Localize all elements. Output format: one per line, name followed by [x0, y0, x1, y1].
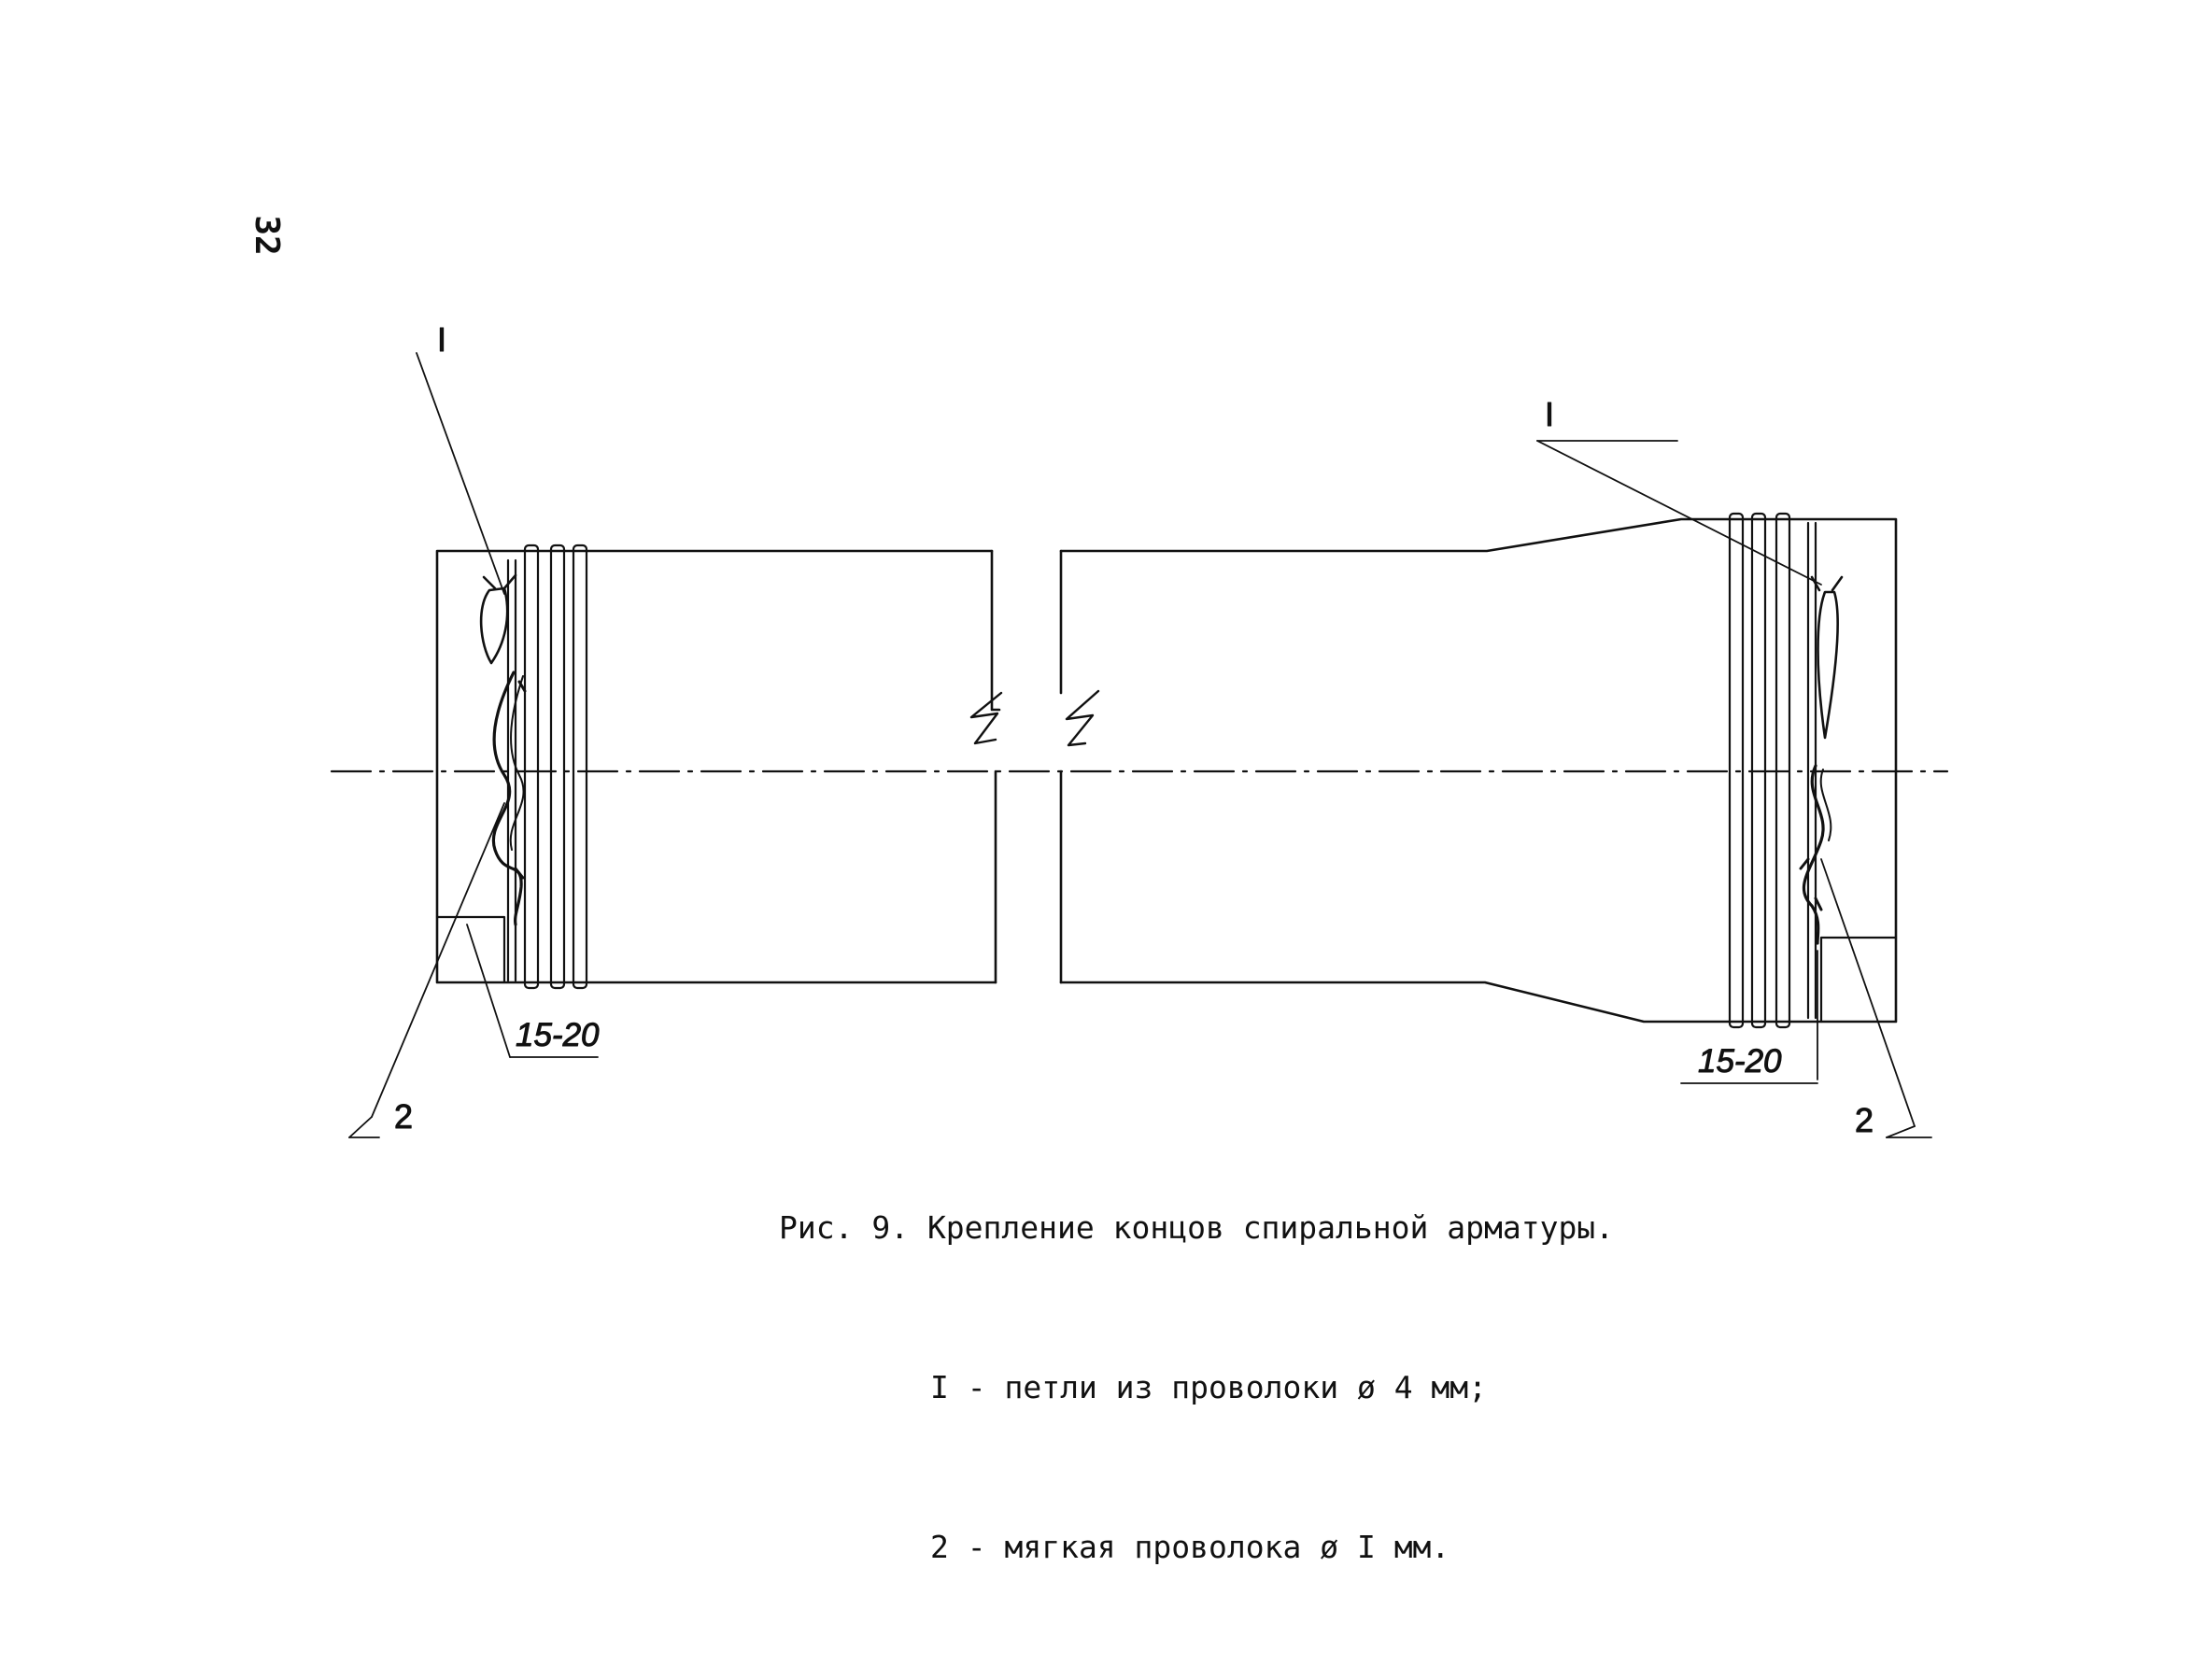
left-wire-loop: [479, 573, 527, 926]
caption-item-2: 2 - мягкая проволока ø I мм.: [930, 1529, 1450, 1565]
right-spiral-turns: [1728, 512, 1817, 1029]
figure-caption: Рис. 9. Крепление концов спиральной арма…: [779, 1094, 1614, 1680]
right-pipe-segment: [1059, 517, 1898, 1024]
caption-item-1: I - петли из проволоки ø 4 мм;: [930, 1369, 1488, 1405]
right-leaders: [1536, 440, 1932, 1138]
dimension-right: 15-20: [1698, 1043, 1782, 1080]
label-item-1-left: I: [437, 320, 446, 359]
right-wire-loop: [1799, 575, 1844, 945]
label-item-2-left: 2: [394, 1097, 413, 1136]
pipe-reinforcement-diagram: I I 2 2 15-20 15-20: [330, 320, 1949, 1140]
label-item-2-right: 2: [1855, 1101, 1874, 1139]
label-item-1-right: I: [1545, 395, 1554, 433]
caption-title: Рис. 9. Крепление концов спиральной арма…: [779, 1209, 1615, 1246]
left-pipe-segment: [435, 549, 1003, 984]
document-page: 32: [247, 215, 1949, 1565]
left-leaders: [348, 352, 599, 1138]
left-spiral-turns: [506, 544, 588, 990]
dimension-left: 15-20: [516, 1017, 600, 1053]
